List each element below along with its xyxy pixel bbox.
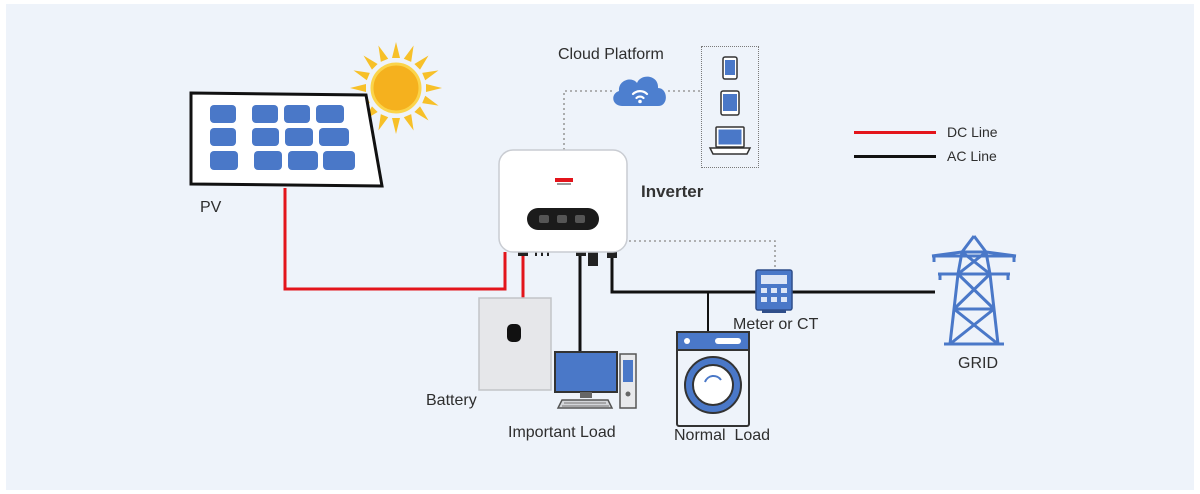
- ac-lines: [578, 252, 935, 358]
- battery-icon: [478, 297, 552, 391]
- comm-line-inverter-meter: [614, 240, 776, 272]
- legend-ac-line-swatch: [854, 155, 936, 158]
- phone-icon: [722, 56, 738, 80]
- monitoring-devices: [701, 46, 759, 168]
- solar-panel-icon: [189, 91, 384, 188]
- cloud-wifi-icon: [613, 76, 666, 106]
- transmission-tower-icon: [931, 235, 1017, 346]
- comm-line-inverter-cloud: [563, 90, 612, 150]
- desktop-computer-icon: [554, 351, 637, 409]
- legend: DC Line AC Line: [852, 120, 1042, 170]
- important-load-label: Important Load: [508, 424, 616, 441]
- legend-ac-line-label: AC Line: [947, 148, 997, 164]
- tablet-icon: [720, 90, 740, 116]
- inverter-icon: [498, 149, 628, 253]
- dc-lines: [283, 188, 525, 298]
- sun-icon: [350, 42, 442, 134]
- legend-dc-line-label: DC Line: [947, 124, 998, 140]
- inverter-label: Inverter: [641, 182, 704, 201]
- grid-label: GRID: [958, 355, 998, 372]
- battery-label: Battery: [426, 392, 477, 409]
- laptop-icon: [708, 126, 752, 155]
- legend-dc-line-swatch: [854, 131, 936, 134]
- cloud-platform-label: Cloud Platform: [558, 46, 664, 63]
- washing-machine-icon: [676, 331, 750, 427]
- ac-line-grid: [610, 255, 935, 294]
- normal-load-label: Normal Load: [674, 427, 771, 444]
- dc-line-pv-inverter: [283, 188, 507, 291]
- pv-label: PV: [200, 199, 222, 216]
- comm-lines: [563, 90, 776, 272]
- meter-label: Meter or CT: [733, 316, 819, 333]
- meter-icon: [755, 269, 793, 313]
